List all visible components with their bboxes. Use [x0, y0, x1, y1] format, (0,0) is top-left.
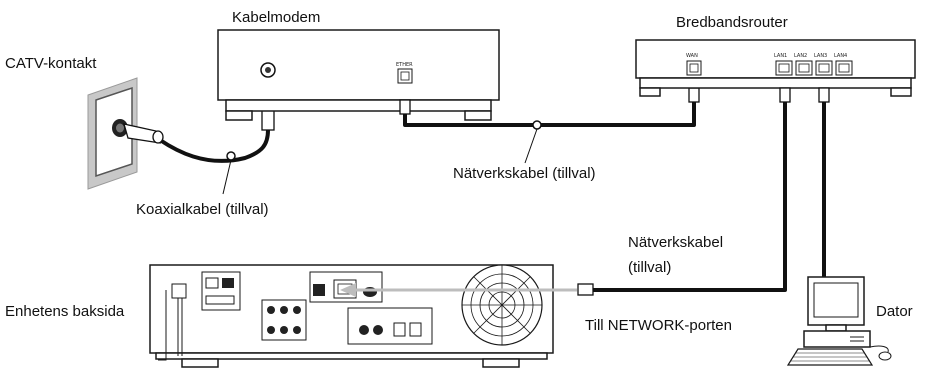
lan4-port	[835, 60, 853, 76]
catv-label: CATV-kontakt	[5, 55, 97, 72]
network-cable-router-unit	[577, 87, 791, 296]
network-port-arrow	[340, 283, 577, 297]
network-cable-label-2a: Nätverkskabel	[628, 234, 723, 251]
computer-label: Dator	[876, 303, 913, 320]
lan1-port	[775, 60, 793, 76]
network-port-label: Till NETWORK-porten	[585, 317, 732, 334]
network-cable-modem-router	[399, 87, 700, 164]
fan-grille	[461, 264, 543, 346]
coax-cable	[123, 80, 275, 195]
catv-wall-outlet	[87, 77, 138, 190]
lan4-port-label: LAN4	[834, 53, 847, 59]
lan3-port-label: LAN3	[814, 53, 827, 59]
broadband-router: WAN LAN1 LAN2 LAN3 LAN4	[635, 39, 916, 97]
network-cable-label-2b: (tillval)	[628, 259, 671, 276]
unit-back-label: Enhetens baksida	[5, 303, 125, 320]
lan1-port-label: LAN1	[774, 53, 787, 59]
cable-modem-label: Kabelmodem	[232, 9, 320, 26]
unit-rear-panel	[149, 264, 554, 368]
network-cable-router-computer	[818, 87, 830, 278]
network-cable-label-1: Nätverkskabel (tillval)	[453, 165, 596, 182]
lan2-port-label: LAN2	[794, 53, 807, 59]
cable-modem: ETHER	[217, 29, 500, 121]
wan-port-label: WAN	[686, 53, 698, 59]
ether-port-label: ETHER	[396, 62, 413, 68]
coax-cable-label: Koaxialkabel (tillval)	[136, 201, 269, 218]
lan3-port	[815, 60, 833, 76]
lan2-port	[795, 60, 813, 76]
router-label: Bredbandsrouter	[676, 14, 788, 31]
computer	[786, 276, 892, 366]
